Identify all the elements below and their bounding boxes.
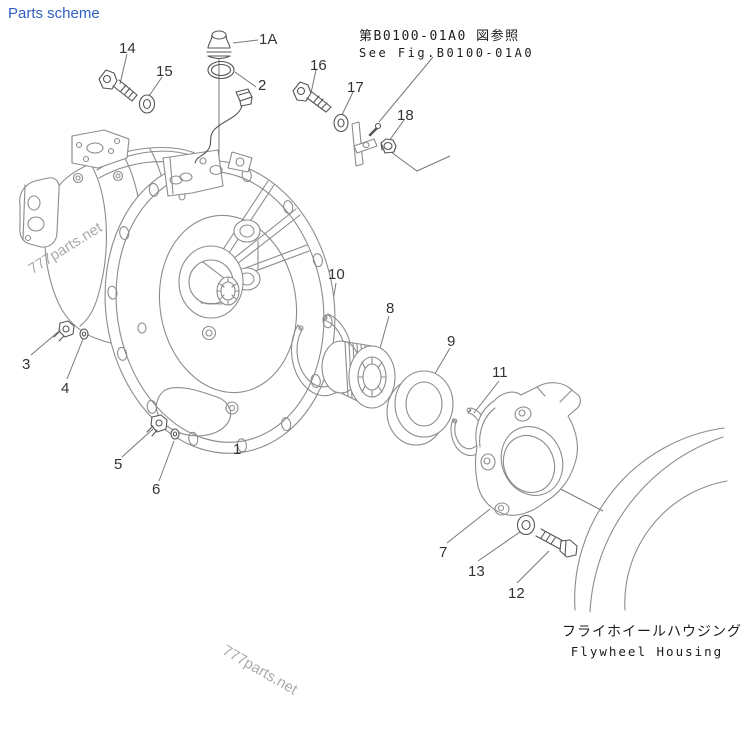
part-label-16: 16	[310, 57, 327, 74]
coupling-bracket-7	[474, 382, 581, 516]
flywheel-housing-caption: フライホイールハウジング Flywheel Housing	[562, 621, 742, 659]
part-label-18: 18	[397, 107, 414, 124]
part-label-14: 14	[119, 40, 136, 57]
flywheel-housing-jp: フライホイールハウジング	[562, 624, 742, 640]
washer-17	[333, 113, 349, 133]
part-label-17: 17	[347, 79, 364, 96]
oring-2	[207, 60, 235, 80]
part-label-5: 5	[114, 456, 122, 473]
sensor-bracket	[351, 121, 382, 167]
flange-spokes	[223, 180, 310, 277]
plug-1a	[206, 30, 232, 60]
part-label-4: 4	[61, 380, 69, 397]
washer-6	[170, 428, 180, 440]
parts-scheme-link[interactable]: Parts scheme	[8, 5, 100, 22]
part-label-2: 2	[258, 77, 266, 94]
washer-15	[138, 94, 156, 114]
bolt-5	[146, 414, 168, 437]
wire-harness	[194, 88, 253, 164]
part-label-3: 3	[22, 356, 30, 373]
hub-and-shaft	[178, 245, 244, 319]
part-label-13: 13	[468, 563, 485, 580]
part-label-1: 1	[233, 441, 241, 458]
part-label-15: 15	[156, 63, 173, 80]
part-label-11: 11	[492, 364, 508, 381]
nut-18	[380, 138, 397, 154]
bearing-8	[321, 340, 396, 409]
part-label-7: 7	[439, 544, 447, 561]
flywheel-housing-en: Flywheel Housing	[570, 644, 724, 659]
bolt-12	[535, 528, 578, 558]
part-label-9: 9	[447, 333, 455, 350]
pump-left-flange	[19, 177, 60, 248]
figure-reference-jp: 第B0100-01A0 図参照	[359, 29, 520, 44]
part-label-6: 6	[152, 481, 160, 498]
mounting-flange	[104, 160, 336, 454]
washer-4	[79, 328, 89, 340]
figure-reference-note: 第B0100-01A0 図参照 See Fig.B0100-01A0	[359, 25, 534, 60]
pump-top-plate	[71, 129, 130, 169]
washer-13	[516, 514, 536, 536]
bolt-3	[53, 320, 75, 342]
valve-block	[162, 149, 253, 197]
part-label-10: 10	[328, 266, 345, 283]
figure-reference-en: See Fig.B0100-01A0	[359, 46, 535, 60]
bolt-16	[292, 81, 332, 113]
part-labels: 1 1A 2 3 4 5 6 7 8 9 10 11 12 13 14 15 1…	[22, 31, 525, 602]
bolt-14	[98, 69, 138, 102]
part-label-8: 8	[386, 300, 394, 317]
seal-ring-9	[386, 370, 454, 446]
part-label-12: 12	[508, 585, 525, 602]
part-label-1a: 1A	[259, 31, 277, 48]
body-bolt-details	[72, 170, 124, 184]
flywheel-housing-arcs	[574, 427, 728, 613]
